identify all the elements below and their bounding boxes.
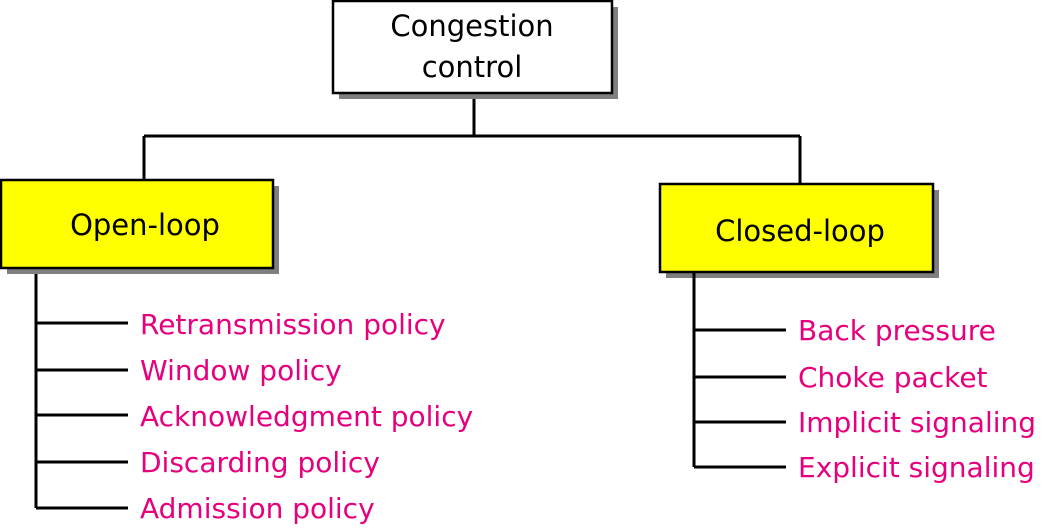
closed-loop-item: Choke packet: [798, 361, 988, 394]
root-label-line1: Congestion: [390, 9, 553, 43]
open-loop-node: Open-loop: [0, 178, 279, 274]
closed-loop-box: [658, 182, 935, 274]
open-loop-list: Retransmission policy Window policy Ackn…: [34, 274, 473, 525]
root-label-line2: control: [422, 50, 523, 84]
closed-loop-node: Closed-loop: [658, 182, 939, 278]
open-loop-item: Acknowledgment policy: [140, 400, 473, 433]
root-node: Congestion control: [331, 0, 618, 99]
closed-loop-item: Implicit signaling: [798, 406, 1036, 439]
open-loop-item: Retransmission policy: [140, 308, 446, 341]
closed-loop-label: Closed-loop: [715, 214, 885, 248]
open-loop-item: Window policy: [140, 354, 342, 387]
tree-connectors: [142, 94, 802, 185]
open-loop-box: [0, 178, 275, 270]
closed-loop-item: Back pressure: [798, 314, 996, 347]
closed-loop-list: Back pressure Choke packet Implicit sign…: [692, 272, 1036, 484]
root-box: [331, 0, 614, 95]
open-loop-item: Discarding policy: [140, 446, 380, 479]
closed-loop-item: Explicit signaling: [798, 451, 1035, 484]
open-loop-label: Open-loop: [70, 208, 220, 242]
open-loop-item: Admission policy: [140, 492, 375, 525]
